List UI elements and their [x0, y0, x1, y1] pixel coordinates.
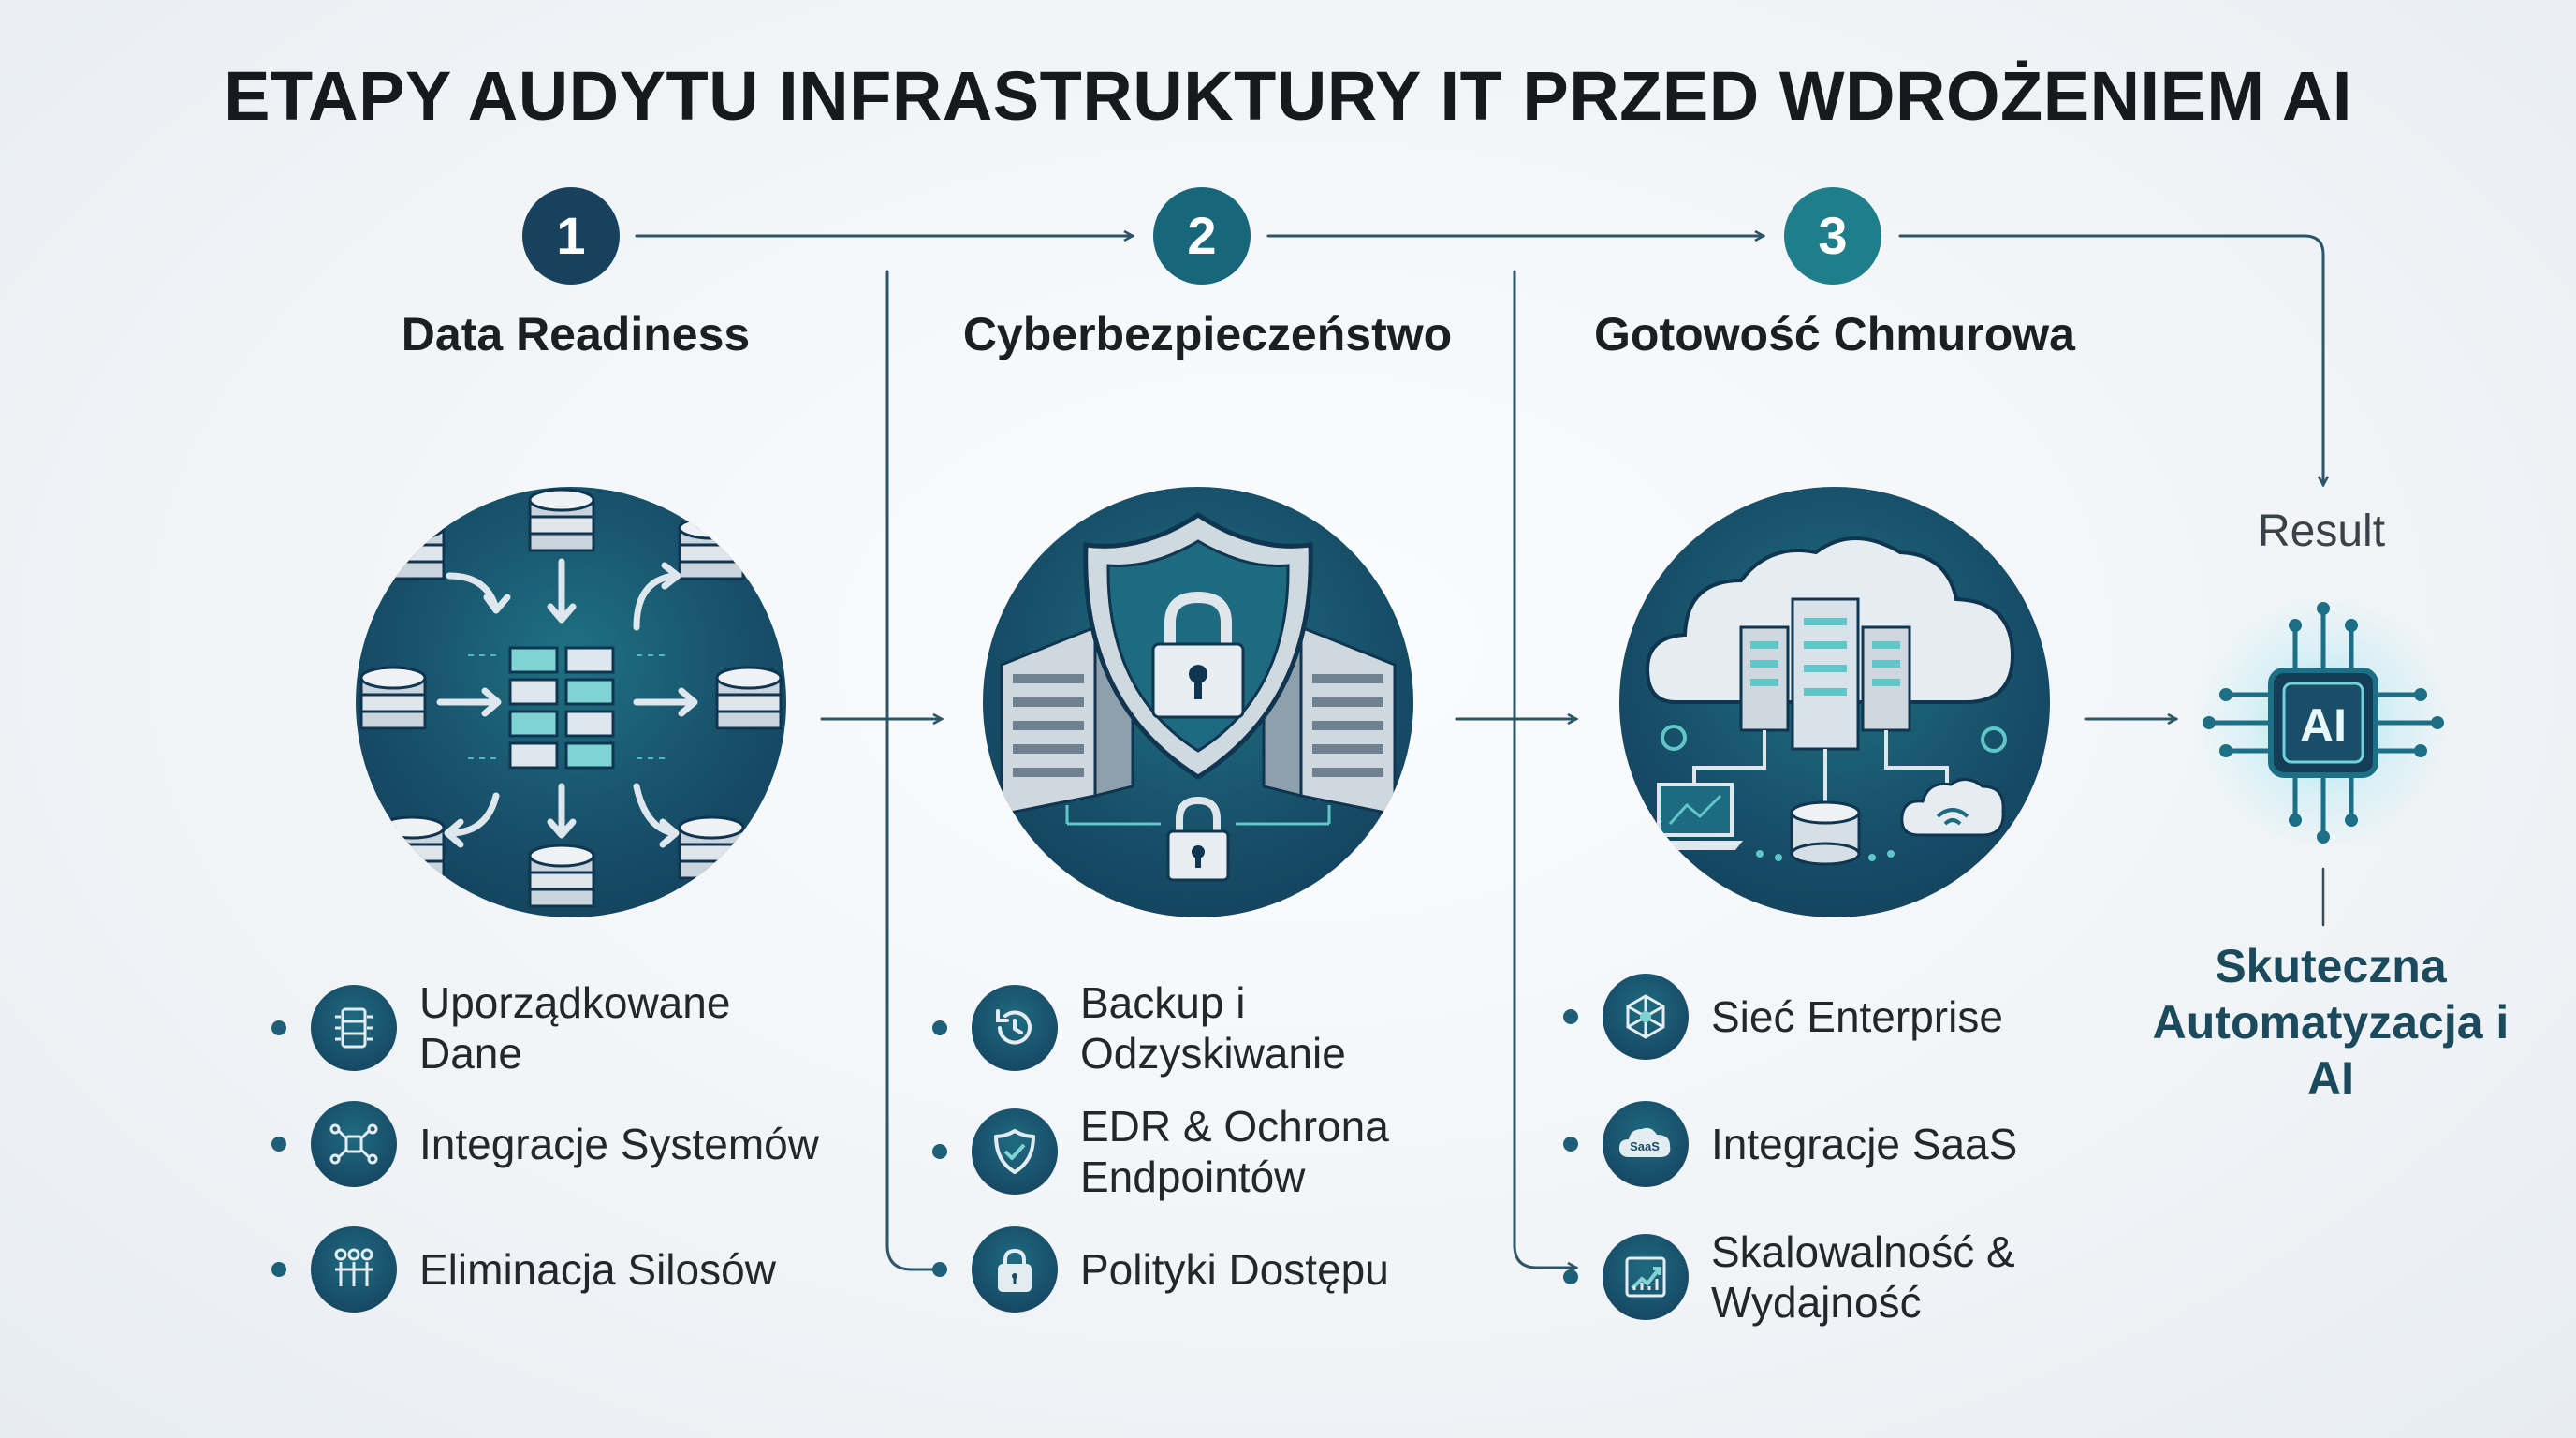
server-rack-icon: [1000, 624, 1397, 816]
data-readiness-illustration: [356, 487, 786, 917]
page-title: ETAPY AUDYTU INFRASTRUKTURY IT PRZED WDR…: [224, 57, 2352, 135]
shield-check-icon: [972, 1108, 1058, 1195]
stage-2-number: 2: [1153, 187, 1251, 285]
svg-text:SaaS: SaaS: [1630, 1139, 1660, 1153]
cybersecurity-illustration: [983, 487, 1413, 917]
stage-3-number: 3: [1784, 187, 1881, 285]
growth-chart-icon: [1603, 1234, 1689, 1320]
padlock-icon: [972, 1226, 1058, 1313]
stage-3-item-2: SaaS Integracje SaaS: [1563, 1101, 2086, 1187]
ai-chip-text: AI: [2300, 699, 2347, 752]
stage-2-item-2: EDR & Ochrona Endpointów: [932, 1101, 1436, 1202]
divider-1: [886, 270, 945, 1269]
gear-icon: [1661, 725, 2007, 753]
stage-1-number: 1: [522, 187, 620, 285]
backup-restore-icon: [972, 985, 1058, 1071]
padlock-icon: [1166, 796, 1230, 882]
ai-chip-icon: AI: [2192, 592, 2454, 854]
result-label: Result: [2257, 506, 2386, 556]
saas-cloud-icon: SaaS: [1603, 1101, 1689, 1187]
silo-elimination-icon: [311, 1226, 397, 1313]
stage-1-title: Data Readiness: [401, 308, 751, 360]
divider-2: [1513, 270, 1576, 1268]
server-towers-icon: [1739, 597, 1911, 751]
stage-1-item-1: Uporządkowane Dane: [271, 977, 794, 1078]
result-text: Skuteczna Automatyzacja i AI: [2152, 940, 2510, 1105]
stage-1-item-3: Eliminacja Silosów: [271, 1226, 831, 1313]
network-hub-icon: [1603, 974, 1689, 1060]
stage-3-item-3: Skalowalność & Wydajność: [1563, 1226, 2086, 1328]
stage-1-item-2: Integracje Systemów: [271, 1101, 869, 1187]
arrow-3-to-result: [1898, 234, 2323, 485]
stage-3-title: Gotowość Chmurowa: [1594, 308, 2075, 360]
database-icon: [1790, 800, 1861, 866]
laptop-icon: [1647, 783, 1743, 850]
stage-2-item-3: Polityki Dostępu: [932, 1226, 1436, 1313]
cloud-readiness-illustration: [1619, 487, 2050, 917]
shield-lock-icon: [1083, 511, 1313, 780]
stage-2-item-1: Backup i Odzyskiwanie: [932, 977, 1398, 1078]
stage-2-title: Cyberbezpieczeństwo: [962, 308, 1453, 360]
wifi-cloud-icon: [1900, 778, 2005, 837]
organized-data-icon: [311, 985, 397, 1071]
stage-3-item-1: Sieć Enterprise: [1563, 974, 2086, 1060]
integration-icon: [311, 1101, 397, 1187]
